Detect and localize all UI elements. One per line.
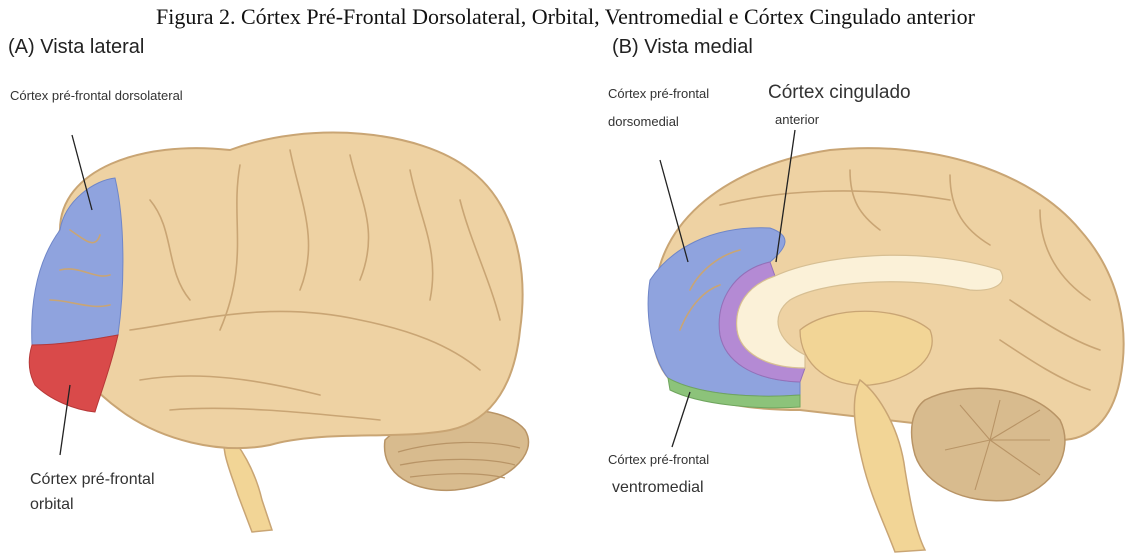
label-orbital-line2: orbital	[30, 495, 74, 514]
label-dorsomedial-line1: Córtex pré-frontal	[608, 86, 709, 102]
medial-brain	[648, 148, 1123, 552]
ventromedial-leader	[672, 392, 690, 447]
label-orbital-line1: Córtex pré-frontal	[30, 470, 155, 489]
label-cingulate-line2: anterior	[775, 112, 819, 128]
label-ventromedial-line2: ventromedial	[612, 478, 704, 497]
dorsolateral-region	[32, 178, 123, 345]
orbital-region	[29, 335, 118, 412]
label-cingulate-line1: Córtex cingulado	[768, 82, 911, 105]
label-dorsolateral: Córtex pré-frontal dorsolateral	[10, 88, 183, 104]
label-dorsomedial-line2: dorsomedial	[608, 114, 679, 130]
label-ventromedial-line1: Córtex pré-frontal	[608, 452, 709, 468]
